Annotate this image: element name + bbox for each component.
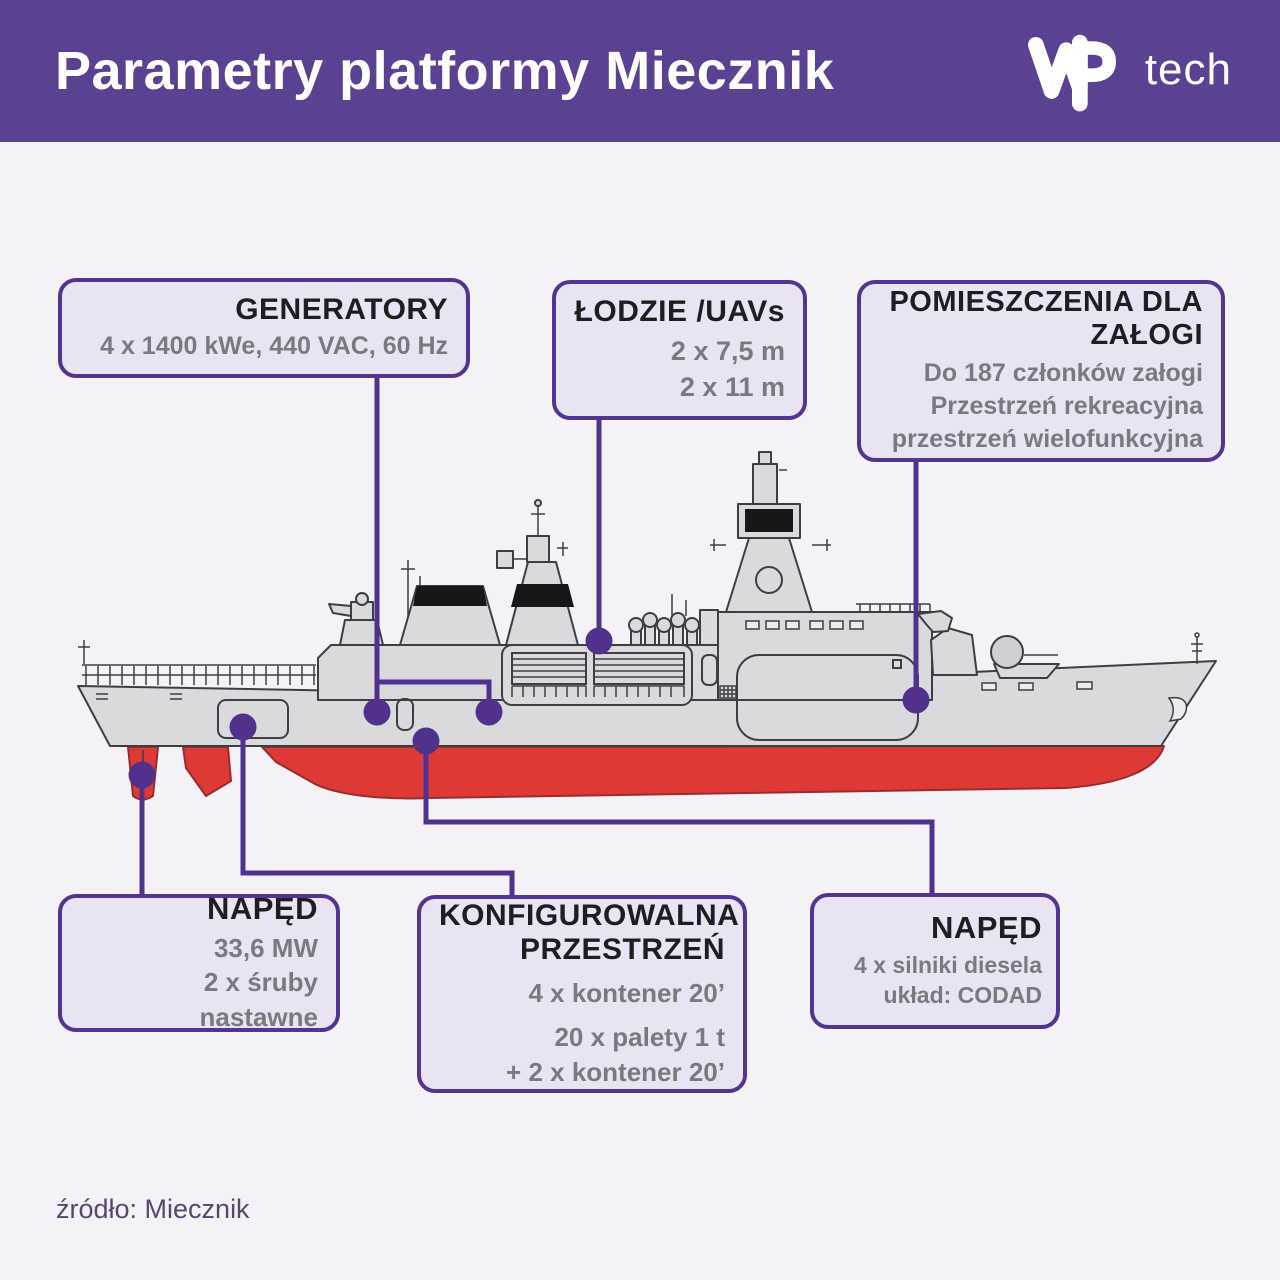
callout-line: 20 x palety 1 t xyxy=(554,1022,725,1053)
wp-tech-logo: tech xyxy=(1013,26,1232,114)
mast-radome xyxy=(755,566,783,594)
callout-title: NAPĘD xyxy=(206,891,318,927)
porthole-door xyxy=(396,698,414,731)
callout-title: GENERATORY xyxy=(235,292,448,326)
callout-lodzie-uavs: ŁODZIE /UAVs 2 x 7,5 m 2 x 11 m xyxy=(552,280,807,420)
callout-line: Do 187 członków załogi xyxy=(923,358,1203,387)
callout-title: NAPĘD xyxy=(930,910,1042,946)
callout-title: POMIESZCZENIA DLA ZAŁOGI xyxy=(889,286,1203,351)
callout-line: 2 x 11 m xyxy=(679,371,785,402)
mast-window xyxy=(745,509,793,532)
side-door xyxy=(701,654,718,686)
vls-mushroom-vents xyxy=(628,594,719,646)
source-note: źródło: Miecznik xyxy=(56,1194,250,1224)
forward-gun-turret xyxy=(917,610,978,676)
dot-naped-silniki xyxy=(412,727,440,755)
callout-konfigurowalna: KONFIGUROWALNA PRZESTRZEŃ 4 x kontener 2… xyxy=(417,895,747,1093)
bow-radome xyxy=(990,635,1060,679)
dot-naped-rufowy xyxy=(128,761,156,789)
flight-deck-railing xyxy=(78,640,316,700)
stern-staff xyxy=(78,640,90,664)
connector-naped-silniki xyxy=(423,741,935,894)
ship-illustration xyxy=(77,451,1217,813)
callout-naped-rufowy: NAPĘD 33,6 MW 2 x śruby nastawne xyxy=(58,891,340,1032)
dot-generatory-1 xyxy=(363,698,391,726)
callout-line: 2 x śruby nastawne xyxy=(199,967,319,1032)
forecastle-windows xyxy=(981,681,1093,691)
callout-line: Przestrzeń rekreacyjna xyxy=(930,391,1203,420)
dot-lodzie xyxy=(585,627,613,655)
callout-pomieszczenia: POMIESZCZENIA DLA ZAŁOGI Do 187 członków… xyxy=(857,280,1225,462)
callout-line: 4 x kontener 20’ xyxy=(528,978,725,1009)
mast-base-panel xyxy=(699,609,719,646)
callout-line: 2 x 7,5 m xyxy=(670,336,785,367)
dot-konfigurowalna xyxy=(229,713,257,741)
callout-title: ŁODZIE /UAVs xyxy=(574,294,785,328)
stern-propeller xyxy=(182,746,232,797)
callout-line: 4 x 1400 kWe, 440 VAC, 60 Hz xyxy=(100,332,448,361)
callout-title: KONFIGUROWALNA PRZESTRZEŃ xyxy=(439,898,740,966)
jackstaff xyxy=(1191,632,1203,664)
connector-konfigurowalna xyxy=(240,727,515,896)
callout-line: układ: CODAD xyxy=(883,982,1042,1009)
hull-hatches xyxy=(217,654,737,739)
header: Parametry platformy Miecznik tech xyxy=(0,0,1280,142)
funnel xyxy=(399,585,501,646)
forward-superstructure xyxy=(717,603,933,701)
page-title: Parametry platformy Miecznik xyxy=(55,41,835,101)
callout-line: + 2 x kontener 20’ xyxy=(506,1056,725,1087)
connectors xyxy=(128,378,935,896)
ship-red-hull xyxy=(127,745,1165,801)
dot-pomieszczenia xyxy=(902,686,930,714)
wp-logo-icon xyxy=(1027,34,1116,112)
boat-bay-louvers xyxy=(501,644,693,706)
dot-generatory-2 xyxy=(475,698,503,726)
mid-mast xyxy=(496,499,579,646)
callout-naped-silniki: NAPĘD 4 x silniki diesela układ: CODAD xyxy=(810,893,1060,1029)
ship-main-mast xyxy=(710,451,831,613)
callout-line: przestrzeń wielofunkcyjna xyxy=(891,424,1203,453)
callout-line: 33,6 MW xyxy=(213,932,318,963)
stern-hatch xyxy=(217,699,289,739)
brand-suffix: tech xyxy=(1144,45,1232,94)
anchor-notch xyxy=(1167,696,1188,723)
callout-line: 4 x silniki diesela xyxy=(854,952,1042,978)
callout-generatory: GENERATORY 4 x 1400 kWe, 440 VAC, 60 Hz xyxy=(58,278,470,378)
